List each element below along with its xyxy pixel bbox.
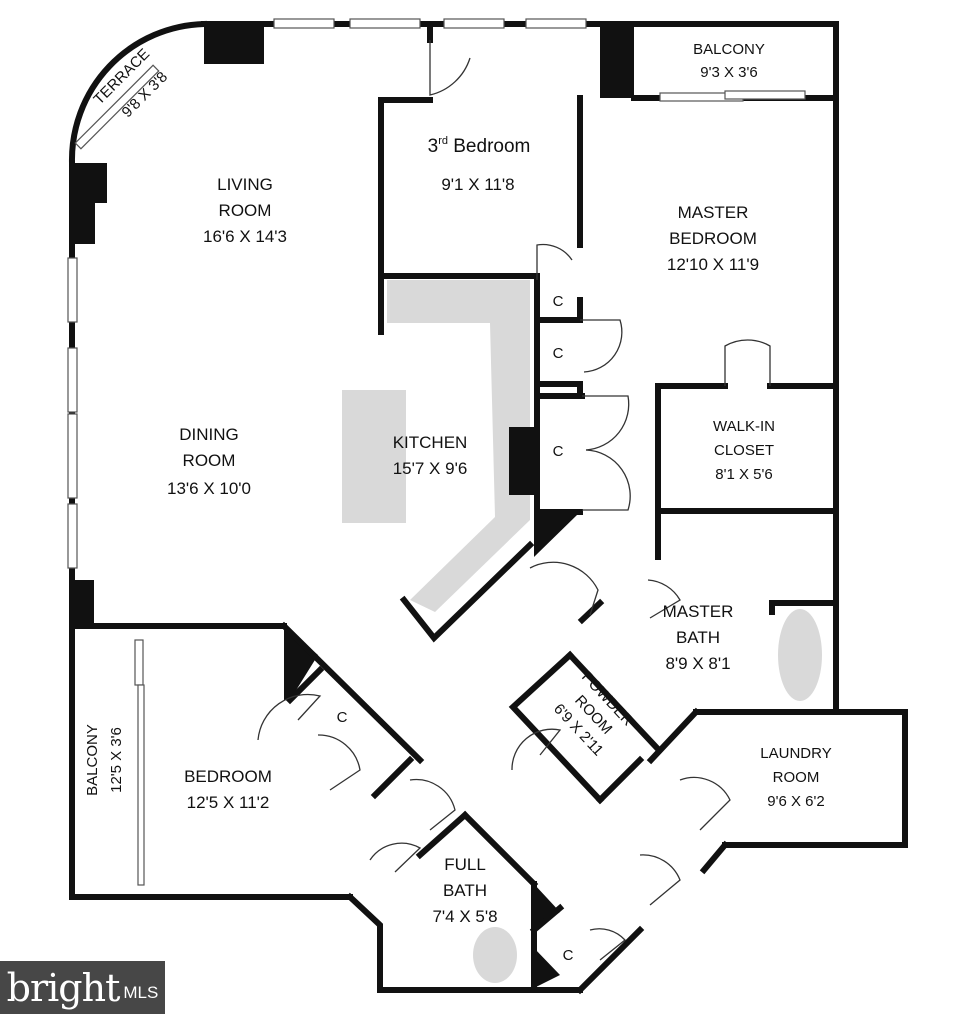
kitchen-name: KITCHEN <box>393 433 468 452</box>
master-bathtub <box>778 609 822 701</box>
walls <box>68 20 908 995</box>
balcony-top-size: 9'3 X 3'6 <box>700 64 757 81</box>
walkin-closet-name-1: WALK-IN <box>713 418 775 435</box>
balcony-top-name: BALCONY <box>693 41 765 58</box>
balcony-left-name: BALCONY <box>84 724 101 796</box>
closet-label: C <box>553 443 564 460</box>
dining-room-name-1: DINING <box>179 425 239 444</box>
full-bath-size: 7'4 X 5'8 <box>432 907 497 926</box>
master-bedroom-name-2: BEDROOM <box>669 229 757 248</box>
balcony-left-size: 12'5 X 3'6 <box>108 727 125 793</box>
living-room-size: 16'6 X 14'3 <box>203 227 287 246</box>
walkin-closet-size: 8'1 X 5'6 <box>715 466 772 483</box>
living-room-name-2: ROOM <box>219 201 272 220</box>
full-bath-name-2: BATH <box>443 881 487 900</box>
laundry-room-name-1: LAUNDRY <box>760 745 831 762</box>
closet-label: C <box>337 709 348 726</box>
laundry-room-name-2: ROOM <box>773 769 820 786</box>
master-bath-name-1: MASTER <box>663 602 734 621</box>
closet-label: C <box>553 293 564 310</box>
third-bedroom-size: 9'1 X 11'8 <box>441 175 514 194</box>
dining-room-name-2: ROOM <box>183 451 236 470</box>
third-bedroom-name: 3rd Bedroom <box>428 135 531 157</box>
walkin-closet-name-2: CLOSET <box>714 442 774 459</box>
brand-suffix: MLS <box>123 982 159 1002</box>
master-bath-name-2: BATH <box>676 628 720 647</box>
bedroom-size: 12'5 X 11'2 <box>187 793 270 812</box>
kitchen-size: 15'7 X 9'6 <box>393 459 468 478</box>
closet-label: C <box>553 345 564 362</box>
master-bath-size: 8'9 X 8'1 <box>665 654 730 673</box>
living-room-name-1: LIVING <box>217 175 273 194</box>
dining-room-size: 13'6 X 10'0 <box>167 479 251 498</box>
laundry-room-size: 9'6 X 6'2 <box>767 793 824 810</box>
bright-mls-logo: bright MLS <box>0 961 165 1014</box>
room-labels: TERRACE 9'8 X 3'8 LIVING ROOM 16'6 X 14'… <box>84 41 832 926</box>
closet-labels: C C C C C <box>337 293 574 964</box>
door-swings <box>257 40 771 961</box>
structural-columns <box>72 24 634 988</box>
full-bath-tub <box>473 927 517 983</box>
master-bedroom-name-1: MASTER <box>678 203 749 222</box>
full-bath-name-1: FULL <box>444 855 486 874</box>
closet-label: C <box>563 947 574 964</box>
bedroom-name: BEDROOM <box>184 767 272 786</box>
master-bedroom-size: 12'10 X 11'9 <box>667 255 759 274</box>
windows <box>67 18 806 886</box>
brand-word: bright <box>6 965 121 1010</box>
kitchen-counters <box>342 280 530 612</box>
